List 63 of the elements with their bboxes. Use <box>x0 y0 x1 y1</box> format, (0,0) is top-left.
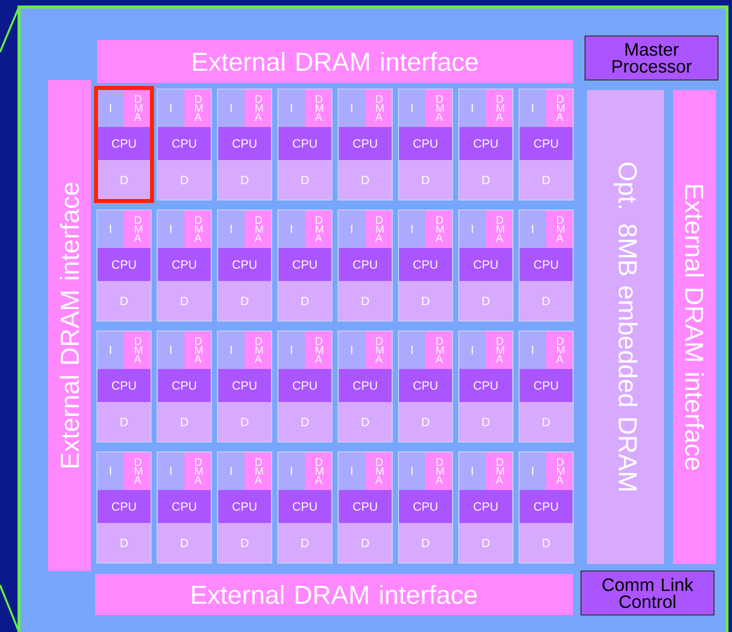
node-label: I <box>411 224 413 234</box>
processor-tile: I D M A CPU D <box>518 210 574 322</box>
node-label: I <box>110 466 112 476</box>
processor-tile: I D M A CPU D <box>217 452 272 564</box>
interface-band: External DRAM interface <box>48 80 91 571</box>
processor-tile: I D M A CPU D <box>338 88 393 200</box>
memory-band: Opt. 8MB embedded DRAM <box>587 90 664 564</box>
processor-tile: I D M A CPU D <box>156 88 212 200</box>
interface-band: External DRAM interface <box>673 90 716 564</box>
processor-tile: I D M A CPU D <box>458 88 514 200</box>
node-label: CPU <box>413 381 438 390</box>
interface-band: External DRAM interface <box>95 574 573 615</box>
processor-tile: I D M A CPU D <box>96 88 152 200</box>
processor-tile: I D M A CPU D <box>458 210 514 322</box>
control-box: Comm Link Control <box>580 570 714 616</box>
processor-box: Master Processor <box>584 36 718 80</box>
processor-tile: I D M A CPU D <box>398 210 453 322</box>
processor-tile: I D M A CPU D <box>277 210 332 322</box>
processor-tile: I D M A CPU D <box>156 330 212 442</box>
node-label: CPU <box>413 260 438 269</box>
processor-tile: I D M A CPU D <box>96 452 152 564</box>
processor-tile: I D M A CPU D <box>338 210 393 322</box>
node-label: CPU <box>112 381 136 390</box>
node-label: D M A <box>134 337 142 363</box>
processor-tile: I D M A CPU D <box>518 452 574 564</box>
node-label: CPU <box>413 502 438 511</box>
node-label: D M A <box>436 216 444 242</box>
node-label: I <box>110 224 112 234</box>
processor-tile: I D M A CPU D <box>217 210 272 322</box>
processor-tile: I D M A CPU D <box>277 452 332 564</box>
node-label: D M A <box>436 337 444 363</box>
node-label: I <box>110 104 112 112</box>
node-label: D M A <box>436 95 444 121</box>
processor-tile: I D M A CPU D <box>458 330 514 442</box>
processor-tile: I D M A CPU D <box>338 330 393 442</box>
node-label: CPU <box>112 139 136 148</box>
processor-tile: I D M A CPU D <box>398 330 453 442</box>
node-label: I <box>110 346 112 354</box>
node-label: I <box>411 466 413 476</box>
interface-band: External DRAM interface <box>97 40 573 83</box>
processor-tile: I D M A CPU D <box>518 330 574 442</box>
node-label: CPU <box>112 260 136 269</box>
processor-tile: I D M A CPU D <box>458 452 514 564</box>
processor-tile: I D M A CPU D <box>217 330 272 442</box>
processor-tile: I D M A CPU D <box>96 330 152 442</box>
processor-tile: I D M A CPU D <box>217 88 272 200</box>
node-label: CPU <box>112 502 136 511</box>
processor-tile: I D M A CPU D <box>277 88 332 200</box>
processor-tile: I D M A CPU D <box>156 452 212 564</box>
processor-tile: I D M A CPU D <box>398 88 453 200</box>
processor-tile: I D M A CPU D <box>156 210 212 322</box>
node-label: I <box>411 104 413 112</box>
node-label: D M A <box>134 458 142 484</box>
processor-tile: I D M A CPU D <box>338 452 393 564</box>
processor-tile: I D M A CPU D <box>398 452 453 564</box>
node-label: D M A <box>134 95 142 121</box>
node-label: D M A <box>436 458 444 484</box>
node-label: D M A <box>134 216 142 242</box>
processor-tile: I D M A CPU D <box>96 210 152 322</box>
processor-tile: I D M A CPU D <box>277 330 332 442</box>
processor-tile: I D M A CPU D <box>518 88 574 200</box>
node-label: I <box>411 346 413 354</box>
node-label: CPU <box>413 139 438 148</box>
